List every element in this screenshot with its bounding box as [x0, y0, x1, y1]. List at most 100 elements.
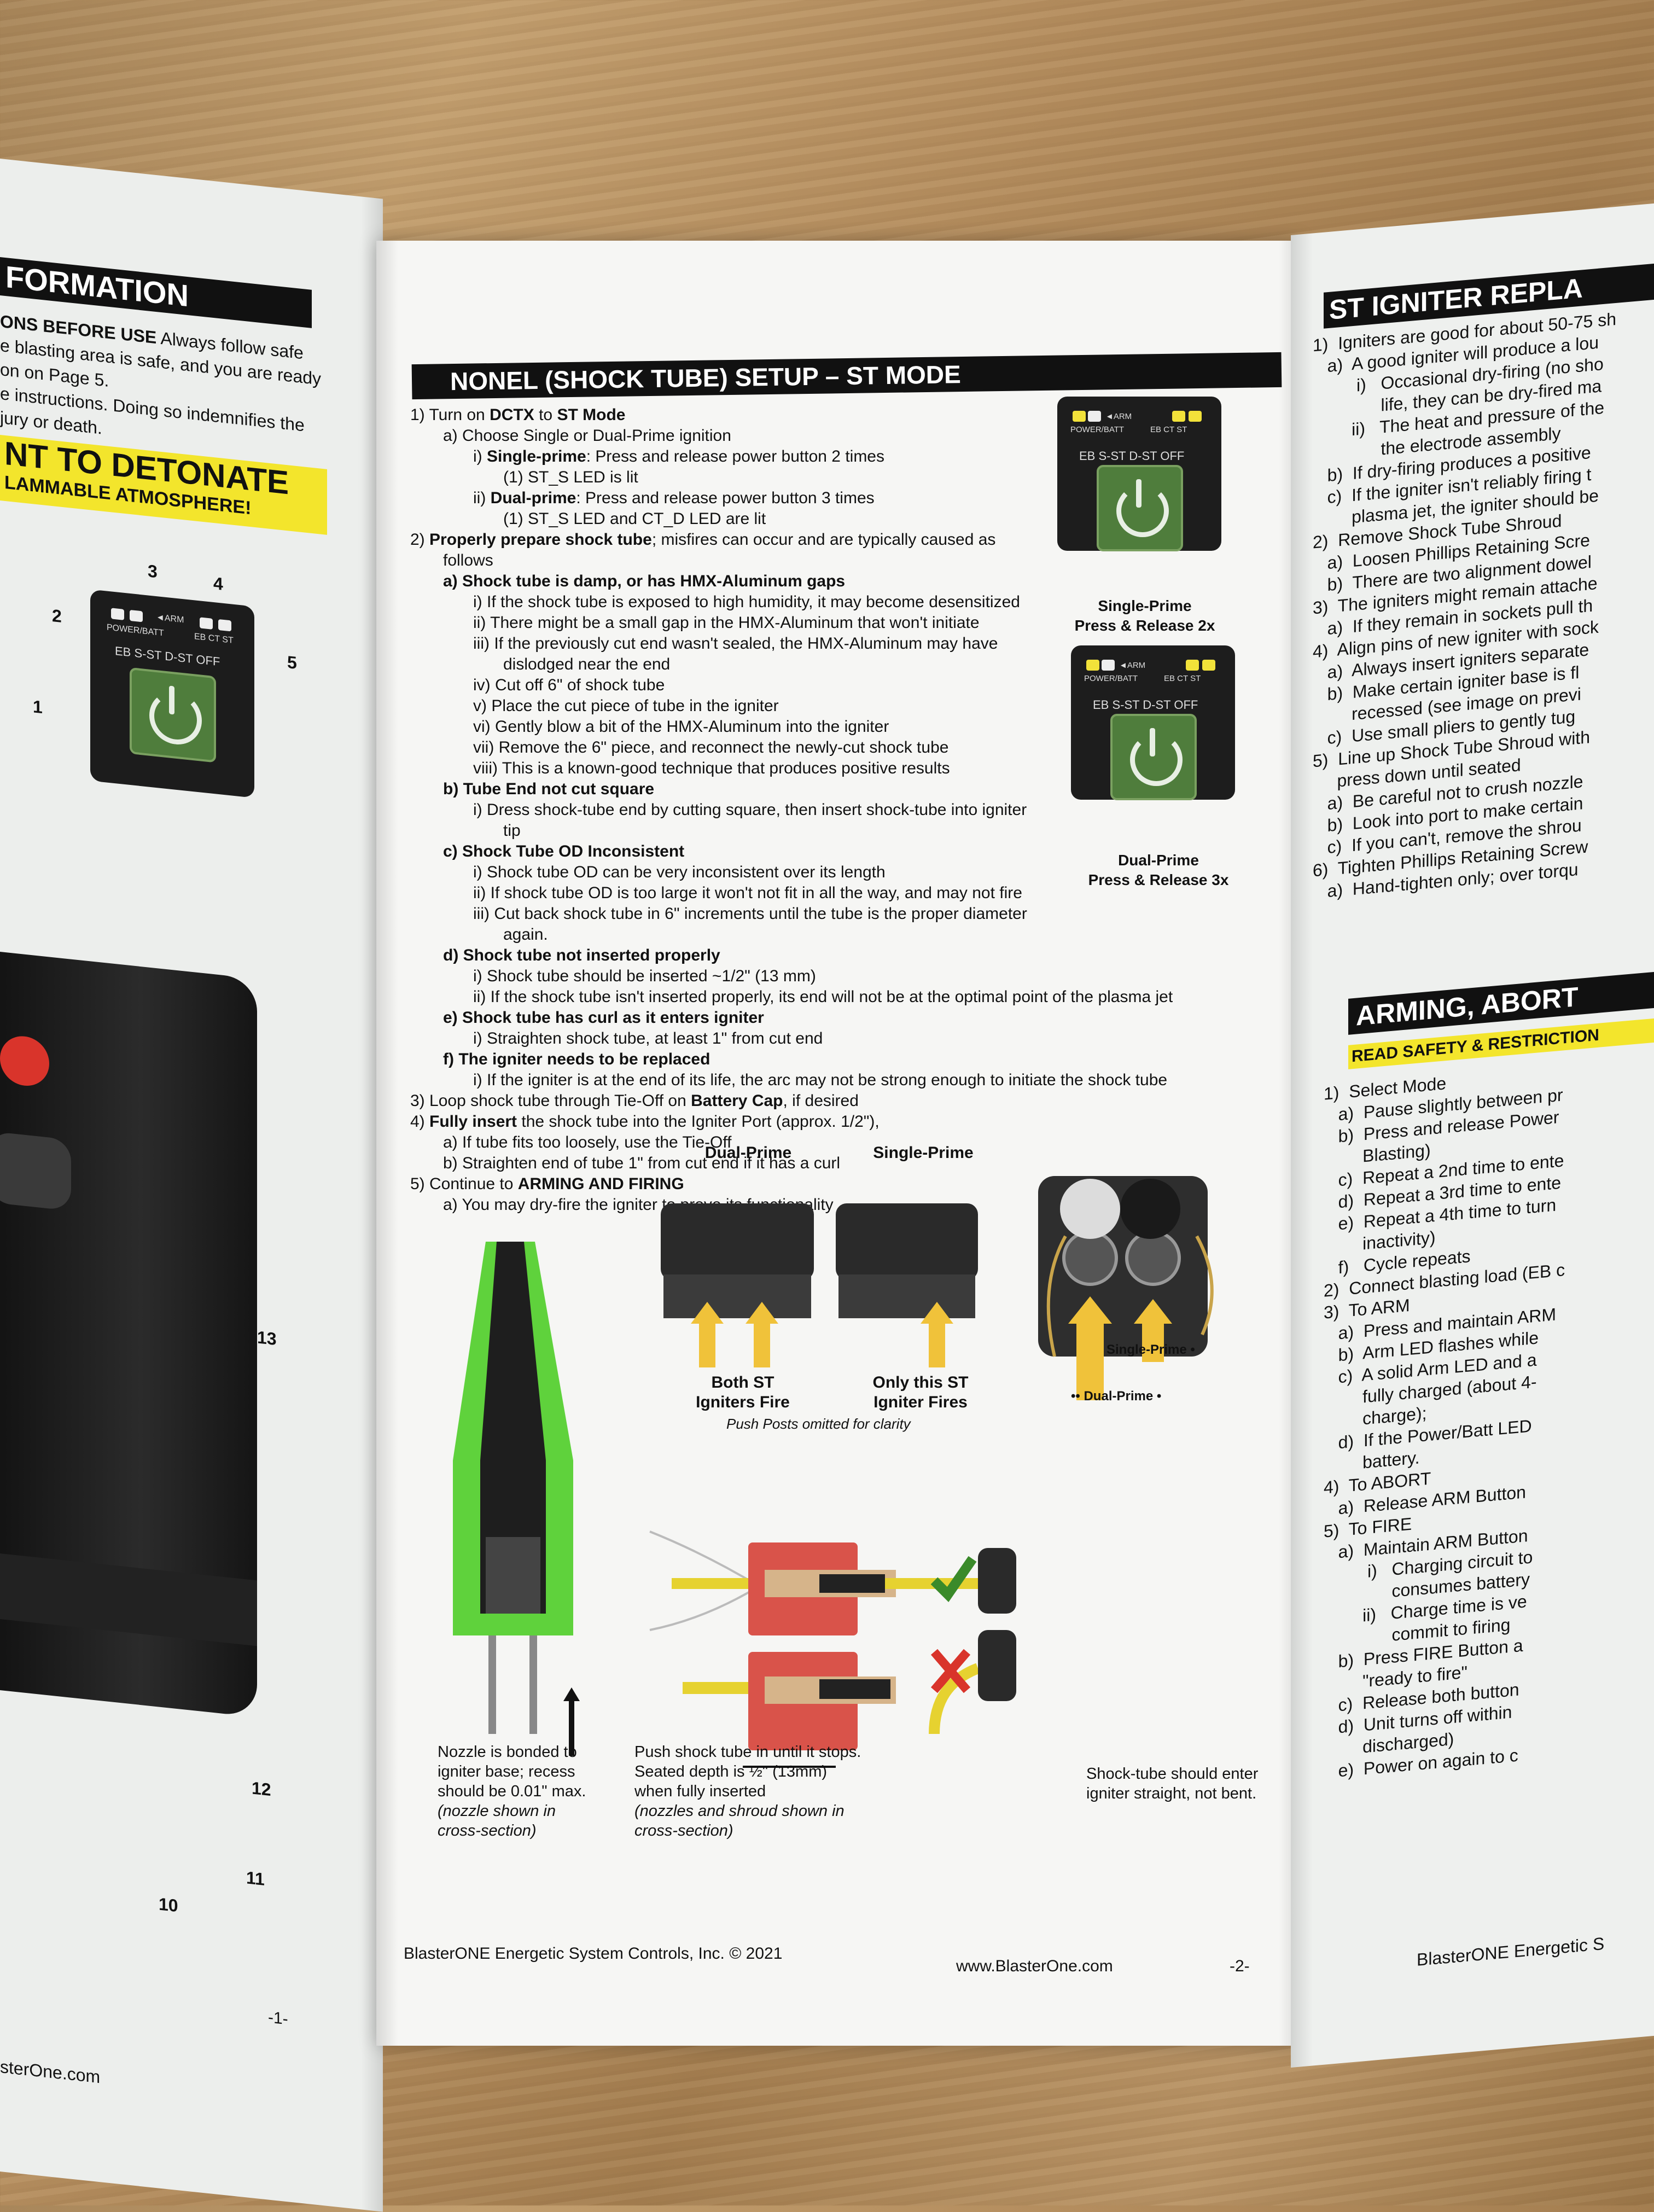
- callout-4: 4: [213, 573, 223, 594]
- instruction-line: ii) If shock tube OD is too large it won…: [473, 884, 1022, 902]
- caption-line: igniter base; recess: [438, 1763, 575, 1780]
- single-prime-label: Single-Prime: [873, 1144, 974, 1162]
- caption-line: Push shock tube in until it stops.: [634, 1743, 861, 1761]
- igniter-port-illustration: [661, 1176, 1214, 1400]
- nozzle-cross-section-diagram: [453, 1242, 580, 1756]
- callout-12: 12: [252, 1778, 271, 1800]
- center-page-number: -2-: [1230, 1957, 1250, 1975]
- st-led: [218, 619, 231, 632]
- instruction-line: iii) Cut back shock tube in 6" increment…: [473, 905, 1027, 923]
- caption-line: Nozzle is bonded to: [438, 1743, 577, 1761]
- dual-prime-label: Dual-Prime: [704, 1144, 792, 1162]
- instruction-line: 1) Turn on DCTX to ST Mode: [410, 406, 626, 424]
- instruction-line: a) Shock tube is damp, or has HMX-Alumin…: [443, 572, 846, 590]
- blaster-device-image: [0, 948, 257, 1718]
- instruction-line: i) Single-prime: Press and release power…: [473, 447, 884, 465]
- setup-instructions: 1) Turn on DCTX to ST Mode a) Choose Sing…: [410, 405, 1258, 1215]
- instruction-line: c) Shock Tube OD Inconsistent: [443, 842, 685, 860]
- instruction-line: ii) Dual-prime: Press and release power …: [473, 489, 875, 507]
- right-page-panel: ST IGNITER REPLA 1) Igniters are good fo…: [1291, 201, 1654, 2068]
- dual-prime-controller: ◄ARM POWER/BATT EB CT ST EB S-ST D-ST OF…: [1071, 645, 1235, 800]
- shock-tube-insertion-diagram: [649, 1530, 1016, 1768]
- left-page-number: -1-: [268, 2008, 288, 2029]
- eb-ct-st-label: EB CT ST: [194, 632, 234, 645]
- only-st-label: Only this ST Igniter Fires: [872, 1373, 969, 1411]
- photo-single-prime-label: Single-Prime •: [1106, 1342, 1195, 1357]
- photo-dual-prime-label: •• Dual-Prime •: [1071, 1389, 1162, 1404]
- right-footer: BlasterONE Energetic S: [1417, 1933, 1605, 1970]
- caption-line: should be 0.01" max.: [438, 1783, 586, 1800]
- instruction-line: dislodged near the end: [503, 655, 671, 673]
- callout-3: 3: [148, 561, 158, 582]
- instruction-line: 2) Properly prepare shock tube; misfires…: [410, 531, 996, 549]
- power-button-icon: [130, 667, 216, 763]
- ct-led: [200, 617, 213, 630]
- instruction-line: 3) Loop shock tube through Tie-Off on Ba…: [410, 1092, 859, 1110]
- callout-2: 2: [52, 605, 62, 626]
- callout-10: 10: [159, 1894, 178, 1916]
- callout-13: 13: [257, 1327, 277, 1349]
- callout-1: 1: [33, 696, 43, 718]
- caption-line: (nozzles and shroud shown in: [634, 1802, 845, 1820]
- instruction-line: e) Shock tube has curl as it enters igni…: [443, 1009, 764, 1027]
- instruction-line: iii) If the previously cut end wasn't se…: [473, 635, 998, 653]
- instruction-line: v) Place the cut piece of tube in the ig…: [473, 697, 779, 715]
- center-footer-url: www.BlasterOne.com: [956, 1957, 1113, 1975]
- instruction-line: 5) Continue to ARMING AND FIRING: [410, 1175, 684, 1193]
- instruction-line: ii) There might be a small gap in the HM…: [473, 614, 980, 632]
- left-page-panel: FORMATION ONS BEFORE USE Always follow s…: [0, 159, 383, 2212]
- power-batt-label: POWER/BATT: [107, 622, 164, 638]
- left-footer-url: sterOne.com: [0, 2057, 101, 2087]
- instruction-line: d) Shock tube not inserted properly: [443, 946, 720, 964]
- instruction-line: viii) This is a known-good technique tha…: [473, 759, 950, 777]
- both-st-label: Both ST Igniters Fire: [696, 1373, 790, 1411]
- caption-line: (nozzle shown in: [438, 1802, 556, 1820]
- instruction-line: (1) ST_S LED is lit: [503, 468, 638, 486]
- straight-caption: Shock-tube should enter igniter straight,…: [1086, 1764, 1258, 1803]
- instruction-line: i) Shock tube should be inserted ~1/2" (…: [473, 967, 816, 985]
- instruction-line: vi) Gently blow a bit of the HMX-Aluminu…: [473, 718, 889, 736]
- mode-row-label: EB S-ST D-ST OFF: [115, 644, 220, 669]
- caption-line: Shock-tube should enter: [1086, 1765, 1259, 1783]
- instruction-line: b) Straighten end of tube 1" from cut en…: [443, 1154, 841, 1172]
- caption-line: cross-section): [634, 1822, 733, 1840]
- instruction-line: (1) ST_S LED and CT_D LED are lit: [503, 510, 766, 528]
- caption-line: when fully inserted: [634, 1783, 766, 1800]
- instruction-line: i) Straighten shock tube, at least 1" fr…: [473, 1029, 823, 1047]
- power-led: [111, 608, 124, 620]
- arming-text: 1) Select Mode a) Pause slightly between…: [1324, 1062, 1565, 1783]
- center-footer-company: BlasterONE Energetic System Controls, In…: [404, 1945, 783, 1963]
- callout-11: 11: [246, 1867, 265, 1889]
- instruction-line: vii) Remove the 6" piece, and reconnect …: [473, 738, 949, 756]
- instruction-line: a) If tube fits too loosely, use the Tie…: [443, 1133, 732, 1151]
- push-posts-note: Push Posts omitted for clarity: [726, 1416, 911, 1432]
- instruction-line: tip: [503, 822, 521, 840]
- center-section-header: NONEL (SHOCK TUBE) SETUP – ST MODE: [411, 352, 1282, 400]
- center-page-panel: NONEL (SHOCK TUBE) SETUP – ST MODE 1) Tu…: [376, 241, 1301, 2046]
- caption-line: Seated depth is ½" (13mm): [634, 1763, 828, 1780]
- single-prime-caption: Single-Prime Press & Release 2x: [1074, 597, 1215, 634]
- single-prime-controller: ◄ARM POWER/BATT EB CT ST EB S-ST D-ST OF…: [1057, 397, 1221, 551]
- single-prime-power-icon: [1097, 465, 1183, 551]
- instruction-line: i) If the shock tube is exposed to high …: [473, 593, 1020, 611]
- caption-line: cross-section): [438, 1822, 537, 1840]
- nozzle-caption: Nozzle is bonded to igniter base; recess s…: [438, 1742, 586, 1841]
- instruction-line: again.: [503, 925, 548, 944]
- instruction-line: i) If the igniter is at the end of its l…: [473, 1071, 1168, 1089]
- instruction-line: ii) If the shock tube isn't inserted pro…: [473, 988, 1173, 1006]
- instruction-line: a) Choose Single or Dual-Prime ignition: [443, 427, 731, 445]
- red-button-icon: [0, 1034, 49, 1088]
- instruction-line: i) Shock tube OD can be very inconsisten…: [473, 863, 886, 881]
- arm-label: ◄ARM: [156, 612, 184, 625]
- caption-line: igniter straight, not bent.: [1086, 1785, 1257, 1802]
- dual-prime-power-icon: [1110, 714, 1197, 800]
- callout-5: 5: [287, 652, 297, 673]
- left-controller-diagram: POWER/BATT ◄ARM EB CT ST EB S-ST D-ST OF…: [90, 589, 254, 798]
- push-caption: Push shock tube in until it stops. Seated…: [634, 1742, 861, 1841]
- instruction-line: f) The igniter needs to be replaced: [443, 1050, 710, 1068]
- instruction-line: i) Dress shock-tube end by cutting squar…: [473, 801, 1027, 819]
- instruction-line: iv) Cut off 6" of shock tube: [473, 676, 665, 694]
- arm-led: [130, 609, 143, 622]
- instruction-line: b) Tube End not cut square: [443, 780, 655, 798]
- instruction-line: 4) Fully insert the shock tube into the …: [410, 1113, 880, 1131]
